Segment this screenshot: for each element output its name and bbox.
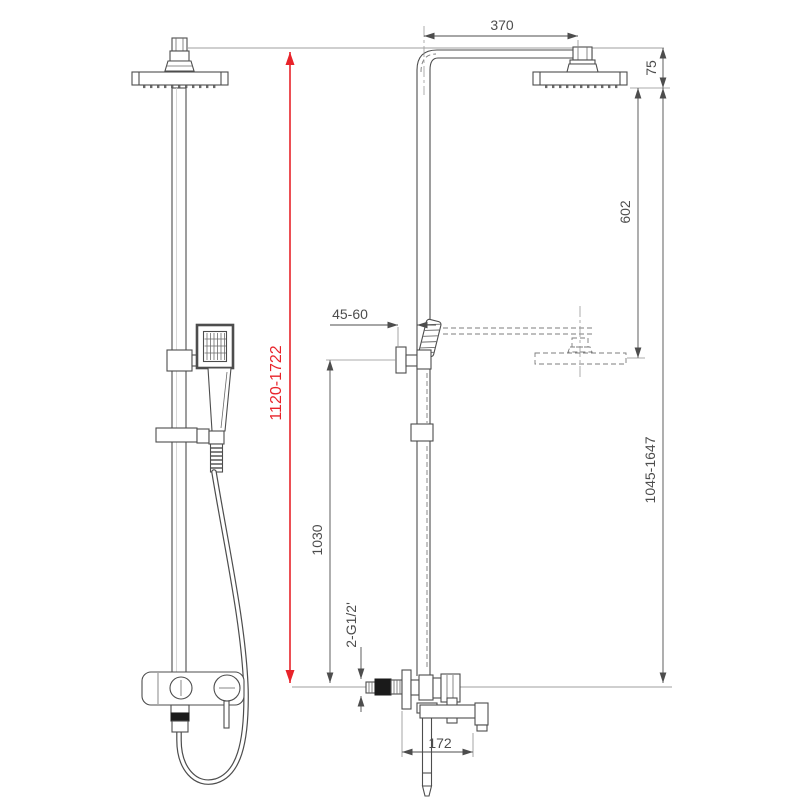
hand-shower-front: [195, 323, 235, 432]
rain-shower-head-front: [131, 71, 229, 89]
hand-shower-in-holder-side: [418, 318, 592, 358]
rain-shower-head-side: [532, 46, 628, 89]
dim-370-label: 370: [490, 17, 514, 33]
ceiling-elbow-front: [164, 37, 195, 72]
dim-head-travel: 602: [617, 88, 645, 359]
shower-column-side-view: [365, 26, 628, 797]
dim-1045-1647-label: 1045-1647: [642, 436, 658, 503]
hand-shower-handle: [207, 367, 232, 432]
nozzle-row-side: [545, 85, 618, 89]
nozzle-row: [143, 85, 216, 89]
hose-outlet-front: [170, 704, 190, 733]
hand-shower-spray-grid: [204, 333, 226, 360]
lowered-head-phantom: [534, 306, 627, 380]
dim-45-60-label: 45-60: [332, 306, 368, 322]
shower-hose-front: [176, 469, 249, 785]
dim-inlet-connections: 2-G1/2': [343, 602, 365, 712]
dim-inlet-thread-label: 2-G1/2': [343, 602, 359, 647]
spout-side: [419, 702, 489, 732]
dim-overall-height-range: 1120-1722: [268, 52, 295, 683]
hose-strain-relief: [209, 443, 224, 473]
dim-1120-1722-label: 1120-1722: [268, 345, 285, 420]
inlet-connection-side: [365, 678, 403, 696]
dim-172-label: 172: [428, 735, 452, 751]
dim-wall-clearance: 45-60: [330, 306, 436, 346]
hose-outlet-side: [421, 718, 433, 797]
riser-pipe-side: [416, 26, 593, 676]
wall-flange-side: [401, 669, 412, 710]
mixer-lever-front: [223, 700, 230, 729]
dim-602-label: 602: [617, 200, 633, 224]
dim-head-drop: 75: [630, 48, 670, 89]
mixer-front: [141, 671, 245, 733]
shower-column-front-view: [131, 37, 249, 785]
hand-shower-slider-clamp: [166, 349, 200, 372]
mixer-side: [365, 669, 489, 797]
hidden-bore-line: [420, 53, 437, 73]
dim-75-label: 75: [643, 60, 659, 76]
dim-head-height-range: 1045-1647: [642, 88, 667, 683]
dim-arm-offset: 370: [424, 17, 579, 49]
dim-1030-label: 1030: [309, 524, 325, 555]
soap-dish-side: [410, 423, 434, 442]
dim-bracket-height: 1030: [309, 359, 396, 683]
riser-pipe-front: [171, 87, 187, 674]
dim-spout-reach: 172: [401, 711, 474, 757]
wall-bracket-side: [395, 346, 432, 374]
